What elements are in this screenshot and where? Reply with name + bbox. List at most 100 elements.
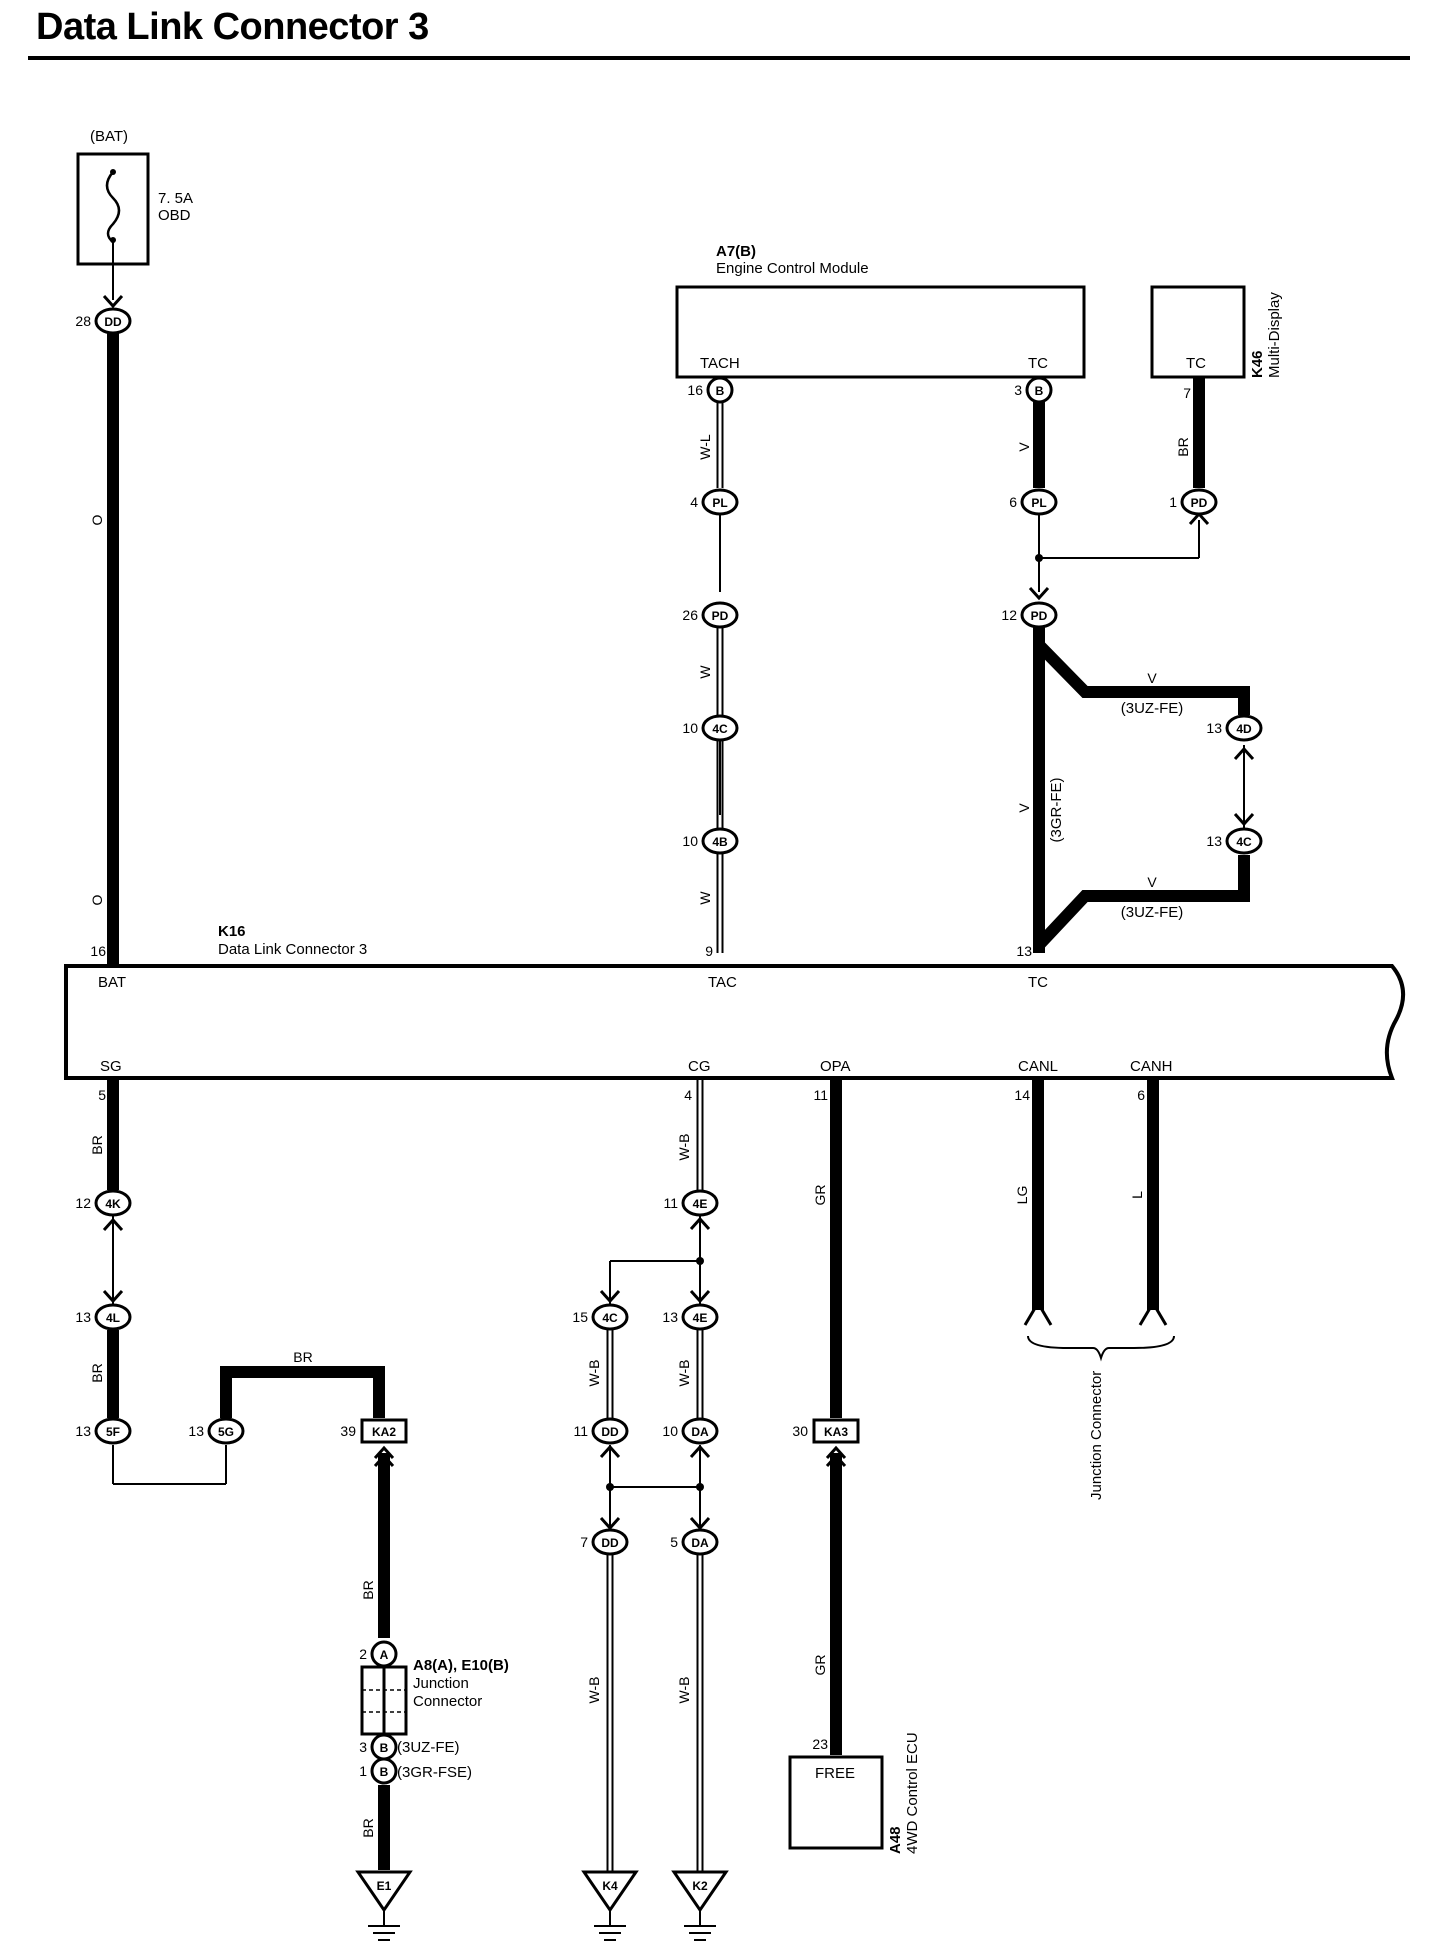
dlc-pin-sg: SG (100, 1058, 122, 1075)
ecm-box (675, 285, 1086, 379)
pin-number: 23 (812, 1736, 828, 1752)
connector-pin-number: 12 (75, 1195, 91, 1211)
connector-pin-number: 13 (662, 1309, 678, 1325)
connector-pin-number: 12 (1001, 607, 1017, 623)
connector-pd26: PD 26 (682, 601, 739, 629)
connector-shape (1225, 714, 1263, 742)
connector-shape (94, 307, 132, 335)
connector-code: DD (104, 315, 122, 329)
wire-e1: BR BR (360, 1445, 395, 1870)
fuse-rating: 7. 5A (158, 190, 193, 207)
connector-code: 4C (1236, 835, 1252, 849)
pin-number: 16 (90, 943, 106, 959)
connector-code: B (380, 1765, 389, 1779)
wire-color-label: O (89, 894, 105, 905)
connector-pin-number: 10 (682, 720, 698, 736)
pin-number: 11 (813, 1087, 828, 1103)
connector-pin-number: 1 (1169, 494, 1177, 510)
connector-pin-number: 1 (359, 1763, 367, 1779)
connector-shape (370, 1640, 398, 1668)
connector-da5: DA5 (670, 1528, 719, 1556)
wire-color-label: GR (812, 1655, 828, 1676)
connector-pin-number: 4 (690, 494, 698, 510)
engine-control-module: A7(B) Engine Control Module TACH TC (675, 243, 1086, 379)
dlc-pin-canh: CANH (1130, 1058, 1173, 1075)
jc-line1: Junction (413, 1675, 469, 1692)
wire-color-label: BR (293, 1349, 312, 1365)
pin-number: 13 (1016, 943, 1032, 959)
connector-pin-number: 13 (1206, 720, 1222, 736)
wire-color-label: V (1147, 874, 1157, 890)
connector-shape (94, 1417, 132, 1445)
dlc-pin-tac: TAC (708, 974, 737, 991)
connector-code: 4B (712, 835, 728, 849)
connector-shape (1225, 827, 1263, 855)
connector-code: DD (601, 1425, 619, 1439)
connector-code: PL (1031, 496, 1046, 510)
connector-code: DD (601, 1536, 619, 1550)
dlc-name: Data Link Connector 3 (218, 941, 367, 958)
wire-color-label: W-B (586, 1677, 602, 1704)
wire-color-label: V (1016, 803, 1032, 813)
connector-pl4: PL4 (690, 488, 739, 516)
wire-color-label: W (697, 665, 713, 679)
variant-3gr-fe: (3GR-FE) (1048, 778, 1065, 843)
connector-shape (370, 1757, 398, 1785)
wire-color-label: O (89, 514, 105, 525)
connector-code: B (716, 384, 725, 398)
connector-code: PD (712, 609, 729, 623)
dlc-box (64, 964, 1405, 1080)
connector-code: A (380, 1648, 389, 1662)
ecm-id: A7(B) (716, 243, 756, 260)
connector-code: 4E (693, 1311, 708, 1325)
connector-code: 4K (105, 1197, 121, 1211)
connector-pin-number: 39 (340, 1423, 356, 1439)
connector-code: 5F (106, 1425, 120, 1439)
connector-b3: B3 (1014, 376, 1053, 404)
connector-pin-number: 11 (663, 1195, 678, 1211)
connector-pin-number: 26 (682, 607, 698, 623)
connector-code: 4L (106, 1311, 120, 1325)
wire-color-label: W-B (676, 1360, 692, 1387)
wire-color-label: W-B (586, 1360, 602, 1387)
title-rule (28, 56, 1410, 60)
wire-color-label: W-B (676, 1677, 692, 1704)
wire-color-label: BR (89, 1135, 105, 1154)
ecu-4wd-name: 4WD Control ECU (904, 1732, 921, 1854)
connector-shape (701, 827, 739, 855)
jc-variant-uz: (3UZ-FE) (397, 1739, 460, 1756)
wire-color-label: W (697, 891, 713, 905)
connector-pin-number: 15 (572, 1309, 588, 1325)
ecu-4wd-control: FREE A48 4WD Control ECU (788, 1732, 921, 1854)
connector-shape (591, 1417, 629, 1445)
pin-number: 5 (98, 1087, 106, 1103)
ground-e1-label: E1 (377, 1879, 392, 1893)
connector-pin-number: 3 (1014, 382, 1022, 398)
ground-k2: K2 (671, 1870, 729, 1941)
connector-code: PD (1191, 496, 1208, 510)
dlc-pin-cg: CG (688, 1058, 711, 1075)
wire-color-label: BR (360, 1818, 376, 1837)
ecu-4wd-box (788, 1755, 884, 1850)
multi-display-pin: TC (1186, 355, 1206, 372)
pin-number: 14 (1014, 1087, 1030, 1103)
connector-shape (94, 1189, 132, 1217)
connector-pin-number: 7 (580, 1534, 588, 1550)
connector-shape (681, 1303, 719, 1331)
connector-pin-number: 13 (1206, 833, 1222, 849)
connector-shape (681, 1528, 719, 1556)
connector-code: B (1035, 384, 1044, 398)
connector-b16: B16 (687, 376, 734, 404)
wire-color-label: V (1147, 670, 1157, 686)
connector-pd1: PD 1 (1169, 488, 1218, 516)
connector-shape (1020, 601, 1058, 629)
fuse-source-label: (BAT) (90, 128, 128, 145)
